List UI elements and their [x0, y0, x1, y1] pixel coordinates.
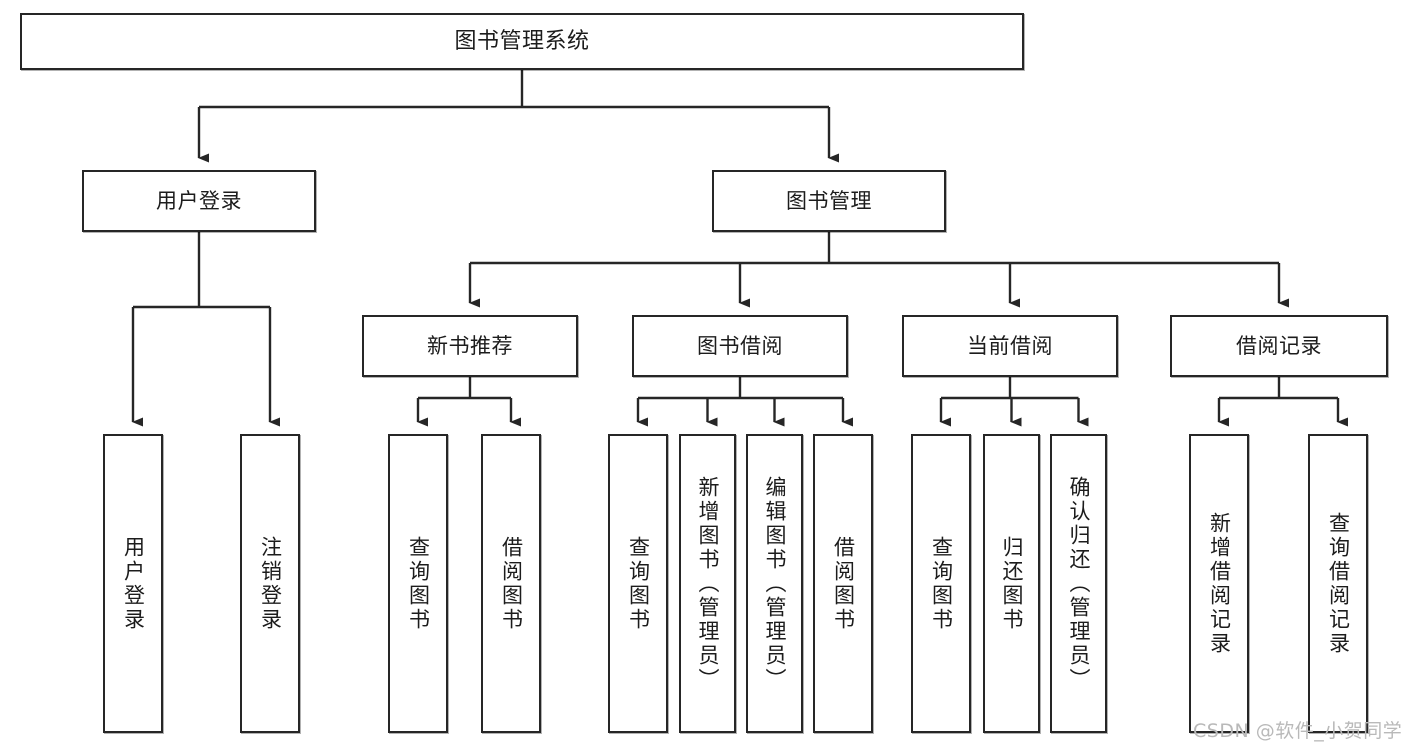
node-leaf-add-rec[interactable]: 新增借阅记录 — [1189, 434, 1249, 733]
node-leaf-logout[interactable]: 注销登录 — [240, 434, 300, 733]
node-label: 图书借阅 — [697, 333, 783, 358]
node-leaf-user-login[interactable]: 用户登录 — [103, 434, 163, 733]
csdn-watermark: CSDN @软件_小贺同学 — [1193, 720, 1403, 742]
node-leaf-query-3[interactable]: 查询图书 — [911, 434, 971, 733]
node-label: 用户登录 — [121, 535, 146, 632]
node-leaf-query-1[interactable]: 查询图书 — [388, 434, 448, 733]
node-new-book-rec[interactable]: 新书推荐 — [362, 315, 578, 377]
node-label: 新增借阅记录 — [1207, 511, 1232, 656]
node-leaf-borrow-1[interactable]: 借阅图书 — [481, 434, 541, 733]
node-label: 借阅图书 — [499, 535, 524, 632]
node-label: 查询图书 — [406, 535, 431, 632]
node-leaf-edit-book[interactable]: 编辑图书（管理员） — [746, 434, 803, 733]
node-label: 用户登录 — [156, 188, 242, 213]
node-label: 查询图书 — [929, 535, 954, 632]
node-leaf-add-book[interactable]: 新增图书（管理员） — [679, 434, 736, 733]
node-leaf-borrow-2[interactable]: 借阅图书 — [813, 434, 873, 733]
node-label: 查询借阅记录 — [1326, 511, 1351, 656]
node-label: 借阅图书 — [831, 535, 856, 632]
node-label: 借阅记录 — [1236, 333, 1322, 358]
node-label: 查询图书 — [626, 535, 651, 632]
node-label: 新增图书（管理员） — [696, 475, 720, 692]
node-book-manage[interactable]: 图书管理 — [712, 170, 946, 232]
node-label: 归还图书 — [1000, 535, 1024, 632]
node-label: 注销登录 — [258, 535, 283, 632]
node-leaf-query-2[interactable]: 查询图书 — [608, 434, 668, 733]
node-user-login[interactable]: 用户登录 — [82, 170, 316, 232]
node-root[interactable]: 图书管理系统 — [20, 13, 1024, 70]
node-label: 当前借阅 — [967, 333, 1053, 358]
node-leaf-confirm[interactable]: 确认归还（管理员） — [1050, 434, 1107, 733]
node-leaf-query-rec[interactable]: 查询借阅记录 — [1308, 434, 1368, 733]
node-label: 新书推荐 — [427, 333, 513, 358]
node-label: 图书管理 — [786, 188, 872, 213]
node-label: 编辑图书（管理员） — [763, 475, 787, 692]
node-label: 图书管理系统 — [454, 28, 590, 54]
node-label: 确认归还（管理员） — [1067, 475, 1091, 692]
node-current-borrow[interactable]: 当前借阅 — [902, 315, 1118, 377]
node-book-borrow[interactable]: 图书借阅 — [632, 315, 848, 377]
node-leaf-return[interactable]: 归还图书 — [983, 434, 1040, 733]
node-borrow-record[interactable]: 借阅记录 — [1170, 315, 1388, 377]
